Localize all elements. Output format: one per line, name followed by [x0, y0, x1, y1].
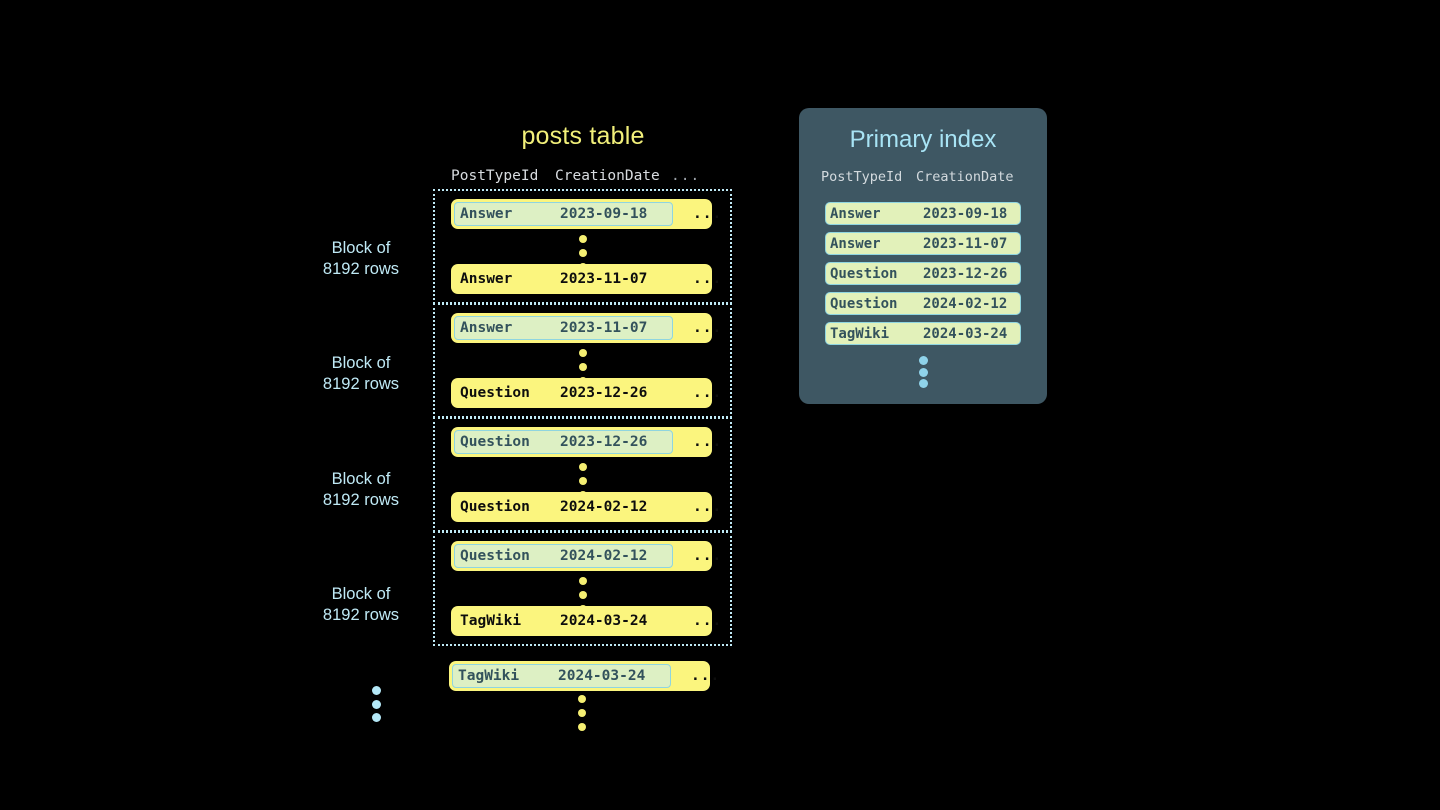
- posts-table-column-header: PostTypeId CreationDate ...: [451, 166, 713, 186]
- block-label-1-line1: Block of: [331, 239, 391, 257]
- block-label-2-line1: Block of: [331, 354, 391, 372]
- block-1: Answer 2023-09-18 ... Answer 2023-11-07 …: [433, 189, 732, 304]
- cell-more: ...: [693, 385, 723, 401]
- table-row[interactable]: Question 2024-02-12 ...: [451, 541, 721, 571]
- row-cell-group: TagWiki 2024-03-24: [452, 664, 671, 688]
- cell-creation-date: 2024-03-24: [560, 613, 648, 629]
- column-header-creation-date: CreationDate: [555, 168, 660, 184]
- block-3: Question 2023-12-26 ... Question 2024-02…: [433, 417, 732, 532]
- row-cell-group: Question 2024-02-12: [454, 495, 673, 519]
- row-cell-group: Question 2023-12-26: [454, 381, 673, 405]
- cell-more: ...: [693, 613, 723, 629]
- cell-creation-date: 2024-02-12: [560, 548, 648, 564]
- primary-index-title: Primary index: [849, 126, 997, 153]
- table-row[interactable]: Question 2024-02-12 ...: [451, 492, 721, 522]
- index-cell-post-type-id: Question: [830, 265, 898, 282]
- block-label-3: Block of 8192 rows: [300, 469, 422, 511]
- index-row[interactable]: Question 2024-02-12: [825, 292, 1021, 315]
- row-cell-group: Answer 2023-11-07: [454, 267, 673, 291]
- cell-creation-date: 2024-02-12: [560, 499, 648, 515]
- cell-creation-date: 2023-11-07: [560, 320, 648, 336]
- column-header-post-type-id: PostTypeId: [451, 168, 539, 184]
- table-row[interactable]: Answer 2023-11-07 ...: [451, 313, 721, 343]
- table-row[interactable]: Answer 2023-11-07 ...: [451, 264, 721, 294]
- column-header-more: ...: [671, 168, 701, 184]
- cell-creation-date: 2023-09-18: [560, 206, 648, 222]
- index-row[interactable]: Answer 2023-11-07: [825, 232, 1021, 255]
- cell-more: ...: [691, 668, 721, 684]
- block-label-4: Block of 8192 rows: [300, 584, 422, 626]
- cell-more: ...: [693, 548, 723, 564]
- table-row[interactable]: Question 2023-12-26 ...: [451, 378, 721, 408]
- table-row-trailing[interactable]: TagWiki 2024-03-24 ...: [449, 661, 719, 691]
- cell-post-type-id: Answer: [460, 271, 513, 287]
- index-row[interactable]: Question 2023-12-26: [825, 262, 1021, 285]
- table-row[interactable]: Answer 2023-09-18 ...: [451, 199, 721, 229]
- cell-more: ...: [693, 206, 723, 222]
- index-cell-post-type-id: Question: [830, 295, 898, 312]
- index-cell-post-type-id: Answer: [830, 205, 881, 222]
- cell-post-type-id: Answer: [460, 320, 513, 336]
- index-cell-creation-date: 2023-11-07: [923, 235, 1008, 252]
- block-label-3-line2: 8192 rows: [322, 491, 400, 509]
- cell-creation-date: 2023-11-07: [560, 271, 648, 287]
- index-cell-creation-date: 2024-03-24: [923, 325, 1008, 342]
- index-cell-creation-date: 2023-12-26: [923, 265, 1008, 282]
- block-label-3-line1: Block of: [331, 470, 391, 488]
- posts-table-title: posts table: [521, 122, 645, 150]
- index-cell-creation-date: 2023-09-18: [923, 205, 1008, 222]
- cell-creation-date: 2023-12-26: [560, 385, 648, 401]
- table-row[interactable]: TagWiki 2024-03-24 ...: [451, 606, 721, 636]
- cell-post-type-id: Question: [460, 385, 530, 401]
- block-4: Question 2024-02-12 ... TagWiki 2024-03-…: [433, 531, 732, 646]
- cell-post-type-id: Question: [460, 434, 530, 450]
- index-row[interactable]: TagWiki 2024-03-24: [825, 322, 1021, 345]
- row-cell-group: TagWiki 2024-03-24: [454, 609, 673, 633]
- posts-table-blocks: Answer 2023-09-18 ... Answer 2023-11-07 …: [433, 189, 732, 646]
- table-continues-ellipsis-icon: [575, 695, 589, 731]
- cell-more: ...: [693, 499, 723, 515]
- cell-post-type-id: TagWiki: [460, 613, 522, 629]
- cell-more: ...: [693, 271, 723, 287]
- index-row[interactable]: Answer 2023-09-18: [825, 202, 1021, 225]
- row-cell-group: Answer 2023-11-07: [454, 316, 673, 340]
- primary-index-rows: Answer 2023-09-18 Answer 2023-11-07 Ques…: [825, 202, 1021, 352]
- row-cell-group: Question 2023-12-26: [454, 430, 673, 454]
- index-cell-creation-date: 2024-02-12: [923, 295, 1008, 312]
- index-cell-post-type-id: Answer: [830, 235, 881, 252]
- index-cell-post-type-id: TagWiki: [830, 325, 890, 342]
- cell-creation-date: 2023-12-26: [560, 434, 648, 450]
- cell-more: ...: [693, 434, 723, 450]
- row-cell-group: Answer 2023-09-18: [454, 202, 673, 226]
- primary-index-panel: Primary index PostTypeId CreationDate An…: [799, 108, 1047, 404]
- block-2: Answer 2023-11-07 ... Question 2023-12-2…: [433, 303, 732, 418]
- block-label-4-line1: Block of: [331, 585, 391, 603]
- table-row[interactable]: Question 2023-12-26 ...: [451, 427, 721, 457]
- block-label-1: Block of 8192 rows: [300, 238, 422, 280]
- cell-post-type-id: Answer: [460, 206, 513, 222]
- index-column-header-post-type-id: PostTypeId: [821, 169, 903, 185]
- block-label-1-line2: 8192 rows: [322, 260, 400, 278]
- cell-post-type-id: TagWiki: [458, 668, 520, 684]
- primary-index-ellipsis-icon: [799, 356, 1047, 388]
- primary-index-column-header: PostTypeId CreationDate: [821, 167, 1029, 187]
- row-cell-group: Question 2024-02-12: [454, 544, 673, 568]
- cell-post-type-id: Question: [460, 548, 530, 564]
- block-label-2: Block of 8192 rows: [300, 353, 422, 395]
- index-column-header-creation-date: CreationDate: [916, 169, 1014, 185]
- more-blocks-ellipsis-icon: [369, 686, 383, 722]
- cell-more: ...: [693, 320, 723, 336]
- cell-creation-date: 2024-03-24: [558, 668, 646, 684]
- cell-post-type-id: Question: [460, 499, 530, 515]
- block-label-4-line2: 8192 rows: [322, 606, 400, 624]
- block-label-2-line2: 8192 rows: [322, 375, 400, 393]
